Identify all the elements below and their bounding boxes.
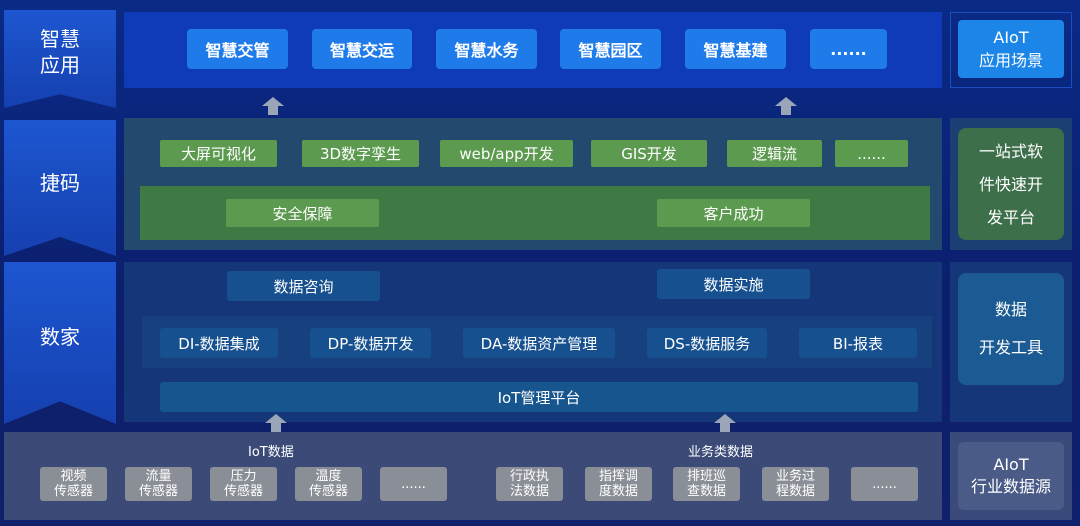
side-box-aiot-scenes-line2: 应用场景 — [978, 50, 1043, 70]
data-consulting-chip: 数据咨询 — [227, 271, 380, 301]
source-item-video-sensor: 视频 传感器 — [40, 467, 107, 501]
source-item-text: 度数据 — [598, 484, 638, 499]
side-box-aiot-scenes: AIoT 应用场景 — [958, 20, 1064, 78]
side-box-industry-data-source: AIoT 行业数据源 — [958, 442, 1064, 510]
app-chip-more: ...... — [810, 29, 887, 69]
data-implementation-chip: 数据实施 — [657, 269, 810, 299]
source-item-text: 法数据 — [509, 484, 549, 499]
source-item-text: 查数据 — [686, 484, 726, 499]
up-arrow-icon — [775, 97, 797, 115]
source-item-patrol-schedule: 排班巡 查数据 — [673, 467, 740, 501]
source-item-business-process: 业务过 程数据 — [762, 467, 829, 501]
side-box-source-line2: 行业数据源 — [970, 477, 1051, 496]
source-item-law-enforcement: 行政执 法数据 — [496, 467, 563, 501]
source-item-text: 传感器 — [53, 484, 93, 499]
up-arrow-icon — [714, 414, 736, 432]
iot-data-title: IoT数据 — [248, 445, 294, 460]
module-chip-bi: BI-报表 — [799, 328, 917, 358]
side-box-one-stop-line2: 件快速开 — [978, 174, 1043, 194]
module-chip-da: DA-数据资产管理 — [463, 328, 615, 358]
layer-label-data: 数家 — [4, 262, 116, 424]
source-item-business-more: ...... — [851, 467, 918, 501]
side-box-one-stop-platform: 一站式软 件快速开 发平台 — [958, 128, 1064, 240]
up-arrow-icon — [265, 414, 287, 432]
business-data-title: 业务类数据 — [688, 445, 754, 460]
source-item-temperature-sensor: 温度 传感器 — [295, 467, 362, 501]
tool-chip-big-screen: 大屏可视化 — [160, 140, 277, 167]
app-chip-traffic-control: 智慧交管 — [187, 29, 288, 69]
side-box-one-stop-line1: 一站式软 — [978, 141, 1043, 161]
source-item-text: 业务过 — [775, 469, 815, 484]
source-item-text: 温度 — [315, 469, 342, 484]
source-item-pressure-sensor: 压力 传感器 — [210, 467, 277, 501]
side-box-data-dev-line1: 数据 — [994, 300, 1027, 319]
up-arrow-icon — [262, 97, 284, 115]
tool-chip-more: ...... — [835, 140, 908, 167]
layer-label-lowcode: 捷码 — [4, 120, 116, 256]
side-box-one-stop-line3: 发平台 — [986, 207, 1035, 227]
iot-platform-bar: IoT管理平台 — [160, 382, 918, 412]
tool-chip-gis: GIS开发 — [591, 140, 707, 167]
side-frame-application — [950, 12, 1072, 88]
module-chip-dp: DP-数据开发 — [310, 328, 431, 358]
source-item-text: 压力 — [230, 469, 257, 484]
module-chip-ds: DS-数据服务 — [647, 328, 767, 358]
source-item-text: 视频 — [60, 469, 87, 484]
source-item-text: 指挥调 — [598, 469, 638, 484]
source-item-text: 排班巡 — [686, 469, 726, 484]
module-chip-di: DI-数据集成 — [160, 328, 278, 358]
source-item-text: 传感器 — [138, 484, 178, 499]
side-box-data-dev-tools: 数据 开发工具 — [958, 273, 1064, 385]
side-box-data-dev-line2: 开发工具 — [978, 338, 1043, 357]
side-box-aiot-scenes-line1: AIoT — [993, 27, 1029, 47]
source-item-text: 传感器 — [223, 484, 263, 499]
app-chip-park: 智慧园区 — [560, 29, 661, 69]
source-item-text: 行政执 — [509, 469, 549, 484]
layer-label-lowcode-text: 捷码 — [40, 171, 80, 195]
app-chip-infrastructure: 智慧基建 — [685, 29, 786, 69]
service-chip-security: 安全保障 — [226, 199, 379, 227]
service-chip-customer-success: 客户成功 — [657, 199, 810, 227]
source-item-iot-more: ...... — [380, 467, 447, 501]
layer-label-data-text: 数家 — [40, 325, 80, 349]
tool-chip-3d-twin: 3D数字孪生 — [302, 140, 419, 167]
side-box-source-line1: AIoT — [993, 455, 1029, 474]
source-item-flow-sensor: 流量 传感器 — [125, 467, 192, 501]
layer-label-application: 智慧 应用 — [4, 10, 116, 108]
source-item-text: 传感器 — [308, 484, 348, 499]
source-item-text: 程数据 — [775, 484, 815, 499]
source-item-dispatch: 指挥调 度数据 — [585, 467, 652, 501]
tool-chip-web-app: web/app开发 — [440, 140, 573, 167]
app-chip-water: 智慧水务 — [436, 29, 537, 69]
tool-chip-logic-flow: 逻辑流 — [727, 140, 822, 167]
layer-label-application-line1: 智慧 — [40, 27, 80, 51]
layer-label-application-line2: 应用 — [40, 53, 80, 77]
source-item-text: 流量 — [145, 469, 172, 484]
app-chip-transport: 智慧交运 — [312, 29, 412, 69]
